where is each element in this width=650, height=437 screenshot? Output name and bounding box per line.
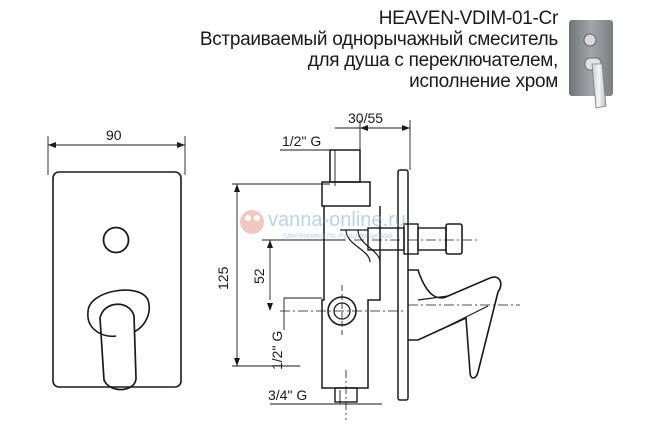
top-inlet	[329, 149, 361, 183]
height-label: 125	[215, 266, 231, 290]
side-plate	[397, 169, 409, 401]
top-thread-label: 1/2" G	[282, 133, 321, 149]
watermark-site: vanna-online.ru	[268, 209, 406, 231]
thumbnail-diverter	[583, 33, 597, 47]
description-line-3: исполнение хром	[409, 71, 558, 92]
width-label: 90	[106, 127, 122, 143]
thumbnail-lever	[591, 63, 607, 109]
side-lever	[408, 269, 502, 379]
bottom-thread-label: 3/4" G	[268, 387, 307, 403]
description-line-2: для душа с переключателем,	[307, 50, 559, 71]
front-plate	[52, 171, 182, 388]
product-thumbnail	[569, 20, 613, 109]
side-thread-label: 1/2" G	[269, 331, 285, 370]
watermark-tagline: сантехника по лучшим ценам	[283, 231, 393, 240]
front-view	[47, 136, 186, 391]
center-label: 52	[251, 268, 267, 284]
description-line-1: Встраиваемый однорычажный смеситель	[199, 29, 558, 50]
watermark-logo-icon	[240, 210, 264, 234]
side-view	[232, 120, 520, 420]
lever-base-outline	[87, 289, 150, 333]
watermark: vanna-online.ru сантехника по лучшим цен…	[240, 209, 406, 240]
front-lever	[99, 303, 137, 391]
diverter-knob	[102, 226, 130, 254]
depth-label: 30/55	[348, 110, 383, 126]
product-header: HEAVEN-VDIM-01-Cr Встраиваемый однорычаж…	[200, 8, 558, 92]
model-code: HEAVEN-VDIM-01-Cr	[378, 8, 559, 29]
